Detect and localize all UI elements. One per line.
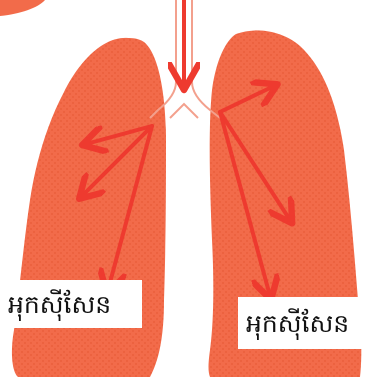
oxygen-label-right-text: អុកស៊ីសែន <box>246 309 349 338</box>
oxygen-label-left-text: អុកស៊ីសែន <box>8 290 111 319</box>
oxygen-label-left: អុកស៊ីសែន <box>0 280 142 328</box>
oxygen-label-right: អុកស៊ីសែន <box>238 297 367 349</box>
top-left-fragment <box>0 0 45 16</box>
bronchi-outline <box>170 104 198 118</box>
